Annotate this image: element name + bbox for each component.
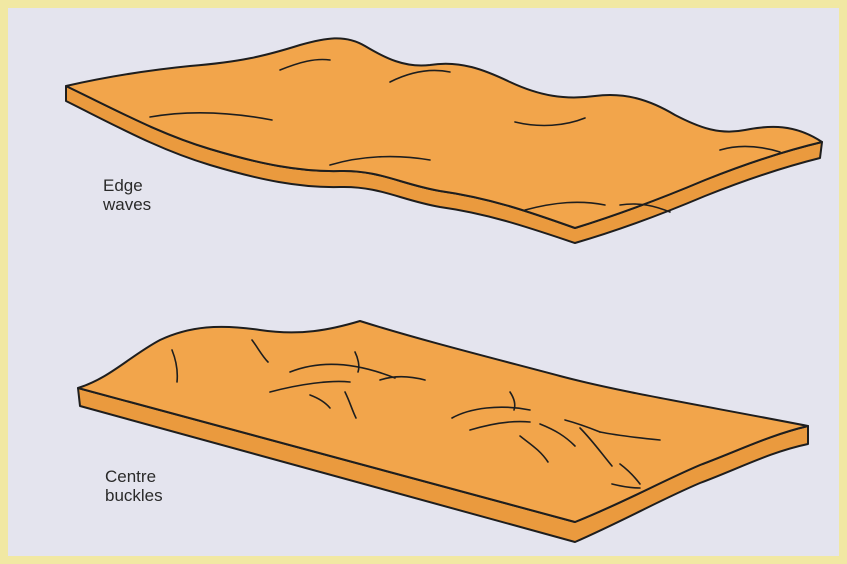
centre-buckles-label: Centre buckles (105, 467, 163, 505)
edge-waves-label-line-2: waves (103, 195, 151, 214)
edge-waves-label: Edge waves (103, 176, 151, 214)
edge-waves-label-line-1: Edge (103, 176, 151, 195)
centre-buckles-label-line-2: buckles (105, 486, 163, 505)
centre-buckles-label-line-1: Centre (105, 467, 163, 486)
edge-waves-sheet (66, 38, 822, 243)
centre-buckles-sheet (78, 321, 808, 542)
